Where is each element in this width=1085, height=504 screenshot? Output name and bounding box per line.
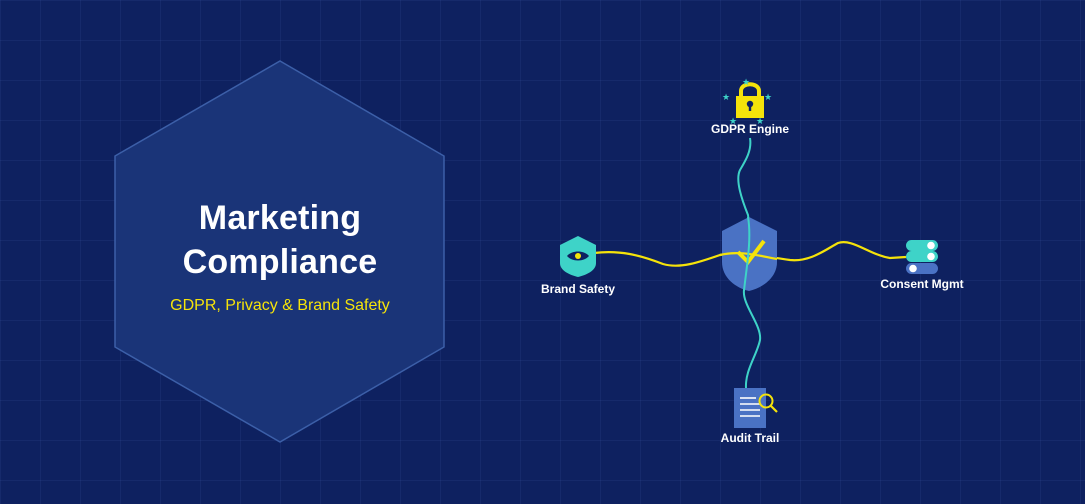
toggle-stack-icon[interactable] [906, 240, 938, 274]
hexagon-panel [114, 60, 445, 443]
svg-text:★: ★ [742, 78, 750, 88]
title-line-1: Marketing [198, 199, 362, 237]
label-gdpr-engine: GDPR Engine [710, 122, 790, 136]
label-consent-mgmt: Consent Mgmt [880, 277, 964, 291]
subtitle: GDPR, Privacy & Brand Safety [170, 297, 390, 314]
svg-text:★: ★ [729, 117, 737, 127]
label-audit-trail: Audit Trail [720, 431, 780, 445]
document-search-icon[interactable] [734, 388, 778, 428]
shield-eye-icon[interactable] [560, 236, 596, 277]
svg-text:★: ★ [764, 93, 772, 103]
hero-text: Marketing Compliance GDPR, Privacy & Bra… [115, 196, 445, 316]
svg-text:★: ★ [756, 117, 764, 127]
svg-text:★: ★ [722, 93, 730, 103]
padlock-eu-stars-icon[interactable]: ★ ★ ★ ★ ★ [722, 78, 772, 127]
title-line-2: Compliance [182, 243, 378, 281]
label-brand-safety: Brand Safety [540, 282, 616, 296]
